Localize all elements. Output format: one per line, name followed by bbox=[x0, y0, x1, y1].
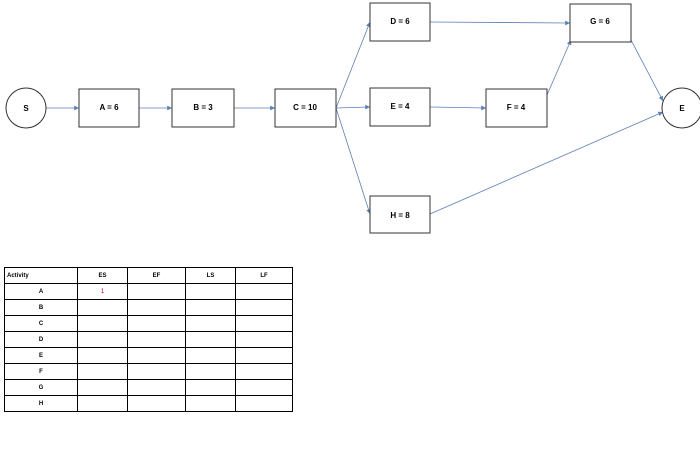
header-ef: EF bbox=[127, 267, 186, 284]
cell-ls[interactable] bbox=[185, 379, 236, 396]
cell-ef[interactable] bbox=[127, 299, 186, 316]
cell-activity: H bbox=[4, 395, 78, 412]
node-h: H = 8 bbox=[369, 195, 431, 234]
cell-activity: C bbox=[4, 315, 78, 332]
edge-e_task-to-f bbox=[429, 105, 487, 111]
edge-g-to-end bbox=[630, 39, 664, 102]
cell-ef[interactable] bbox=[127, 315, 186, 332]
cell-es[interactable] bbox=[77, 363, 128, 380]
cell-activity: A bbox=[4, 283, 78, 300]
cell-es[interactable]: 1 bbox=[77, 283, 128, 300]
cell-ls[interactable] bbox=[185, 395, 236, 412]
node-b-label: B = 3 bbox=[193, 103, 213, 112]
cell-es[interactable] bbox=[77, 347, 128, 364]
edge-c-to-d bbox=[335, 21, 371, 109]
node-d: D = 6 bbox=[369, 2, 431, 42]
table-row: D bbox=[4, 331, 293, 348]
cell-es[interactable] bbox=[77, 379, 128, 396]
header-ls: LS bbox=[185, 267, 236, 284]
cell-ls[interactable] bbox=[185, 363, 236, 380]
cell-lf[interactable] bbox=[235, 315, 293, 332]
cell-ls[interactable] bbox=[185, 315, 236, 332]
cell-es[interactable] bbox=[77, 299, 128, 316]
node-start: S bbox=[5, 87, 47, 129]
table-row: H bbox=[4, 395, 293, 412]
cell-lf[interactable] bbox=[235, 363, 293, 380]
node-d-label: D = 6 bbox=[390, 17, 410, 26]
edges bbox=[46, 20, 664, 215]
edge-c-to-e_task bbox=[335, 104, 371, 110]
cell-lf[interactable] bbox=[235, 331, 293, 348]
header-lf: LF bbox=[235, 267, 293, 284]
node-f-label: F = 4 bbox=[507, 103, 526, 112]
cell-activity: G bbox=[4, 379, 78, 396]
cell-lf[interactable] bbox=[235, 347, 293, 364]
cell-es[interactable] bbox=[77, 331, 128, 348]
table-row: C bbox=[4, 315, 293, 332]
node-start-label: S bbox=[23, 104, 29, 113]
header-es: ES bbox=[77, 267, 128, 284]
cell-ls[interactable] bbox=[185, 331, 236, 348]
node-c: C = 10 bbox=[274, 88, 337, 128]
cell-lf[interactable] bbox=[235, 283, 293, 300]
cell-activity: E bbox=[4, 347, 78, 364]
cell-lf[interactable] bbox=[235, 379, 293, 396]
cell-activity: D bbox=[4, 331, 78, 348]
node-g-label: G = 6 bbox=[590, 17, 610, 26]
cell-ef[interactable] bbox=[127, 331, 186, 348]
network-diagram: S A = 6 B = 3 C = 10 D = 6 E = 4 F = 4 G… bbox=[5, 2, 700, 234]
edge-f-to-g bbox=[546, 39, 572, 96]
cell-ef[interactable] bbox=[127, 363, 186, 380]
node-c-label: C = 10 bbox=[293, 103, 317, 112]
cell-ls[interactable] bbox=[185, 299, 236, 316]
node-f: F = 4 bbox=[485, 88, 548, 128]
cell-ls[interactable] bbox=[185, 347, 236, 364]
cell-activity: F bbox=[4, 363, 78, 380]
cell-ef[interactable] bbox=[127, 379, 186, 396]
cell-ef[interactable] bbox=[127, 283, 186, 300]
table-row: G bbox=[4, 379, 293, 396]
cell-es[interactable] bbox=[77, 315, 128, 332]
node-h-label: H = 8 bbox=[390, 211, 410, 220]
table-row: F bbox=[4, 363, 293, 380]
node-b: B = 3 bbox=[171, 88, 235, 128]
cell-activity: B bbox=[4, 299, 78, 316]
cell-es[interactable] bbox=[77, 395, 128, 412]
node-e-task: E = 4 bbox=[369, 87, 431, 127]
table-row: A 1 bbox=[4, 283, 293, 300]
cell-ls[interactable] bbox=[185, 283, 236, 300]
node-a: A = 6 bbox=[78, 88, 140, 128]
node-end-label: E bbox=[679, 104, 685, 113]
header-activity: Activity bbox=[4, 267, 78, 284]
cell-ef[interactable] bbox=[127, 395, 186, 412]
edge-h-to-end bbox=[429, 111, 664, 215]
node-g: G = 6 bbox=[569, 3, 632, 43]
cell-lf[interactable] bbox=[235, 299, 293, 316]
cell-ef[interactable] bbox=[127, 347, 186, 364]
node-a-label: A = 6 bbox=[99, 103, 119, 112]
table-header-row: Activity ES EF LS LF bbox=[4, 267, 293, 284]
cell-lf[interactable] bbox=[235, 395, 293, 412]
edge-c-to-h bbox=[335, 107, 371, 215]
edge-d-to-g bbox=[429, 20, 571, 26]
node-e-task-label: E = 4 bbox=[391, 102, 410, 111]
node-end: E bbox=[661, 87, 700, 129]
cpm-table: Activity ES EF LS LF A 1 B C bbox=[4, 267, 293, 412]
table-row: E bbox=[4, 347, 293, 364]
table-row: B bbox=[4, 299, 293, 316]
